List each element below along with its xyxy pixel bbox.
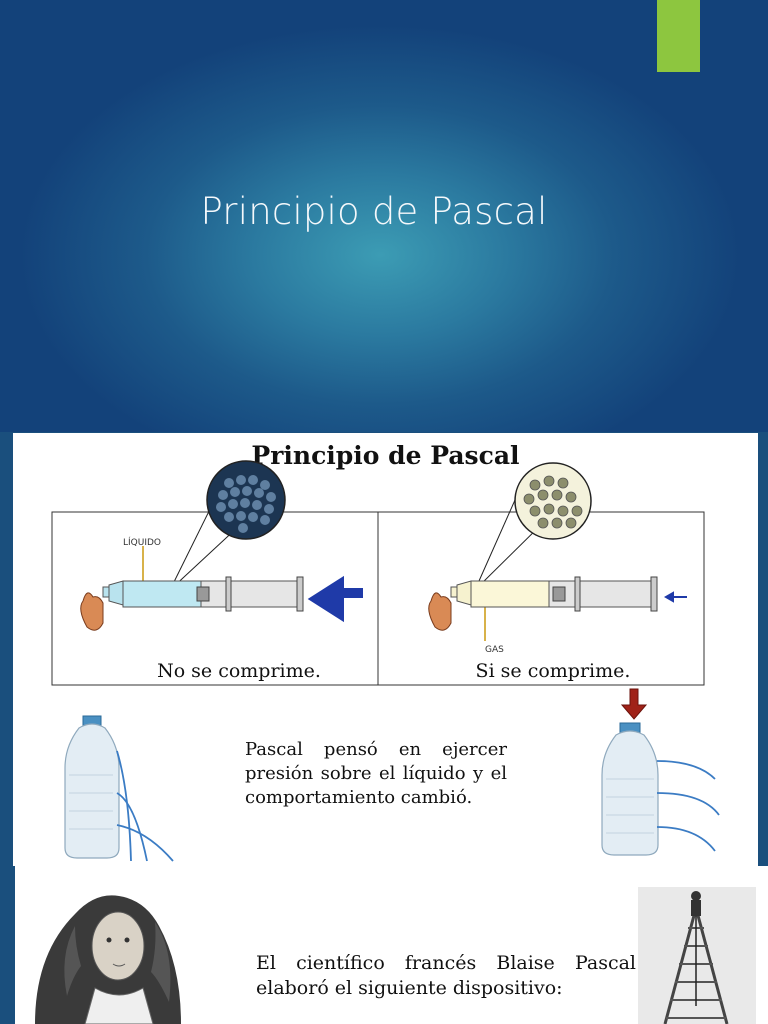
- bottle-right-icon: [601, 688, 720, 856]
- diagram-title: Principio de Pascal: [251, 441, 520, 470]
- gas-molecules-icon: [474, 462, 592, 591]
- syringe-diagram: LÍQUIDO: [51, 460, 720, 862]
- bottle-left-icon: [64, 715, 174, 862]
- liquid-label: LÍQUIDO: [123, 536, 161, 548]
- pascal-portrait-icon: [35, 895, 181, 1024]
- device-illustrations: [35, 887, 756, 1024]
- gas-syringe-icon: [428, 576, 687, 641]
- device-panel: El científico francés Blaise Pascal elab…: [15, 866, 768, 1024]
- title-slide: Principio de Pascal: [0, 0, 768, 432]
- slide-title: Principio de Pascal: [200, 190, 548, 233]
- gas-caption: Si se comprime.: [475, 660, 631, 682]
- liquid-caption: No se comprime.: [157, 660, 321, 682]
- accent-bar: [657, 0, 700, 72]
- device-paragraph: El científico francés Blaise Pascal elab…: [256, 952, 636, 999]
- diagram-panel: Principio de Pascal: [13, 433, 758, 866]
- bottles-paragraph: Pascal pensó en ejercer presión sobre el…: [245, 739, 507, 808]
- barrel-experiment-photo: [638, 887, 756, 1024]
- gas-label: GAS: [485, 645, 504, 655]
- liquid-syringe-icon: [80, 546, 363, 631]
- liquid-molecules-icon: [169, 460, 286, 591]
